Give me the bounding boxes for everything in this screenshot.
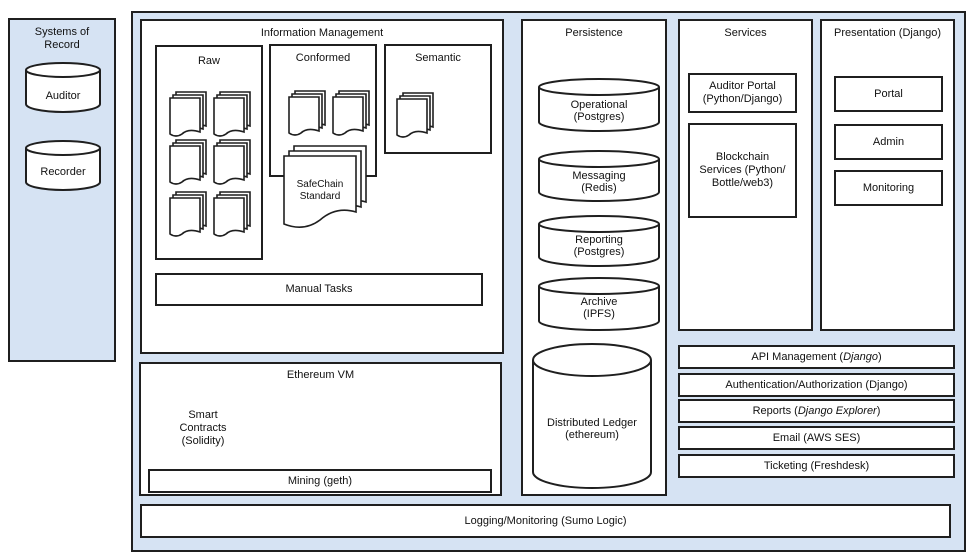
systems-of-record-panel: Systems of Record Auditor Recorder — [8, 18, 116, 362]
api-management-box: API Management (Django) — [678, 345, 955, 369]
reporting-database: Reporting (Postgres) — [538, 215, 660, 267]
ethereum-vm-title: Ethereum VM — [286, 369, 355, 381]
raw-document-icon — [213, 191, 251, 237]
recorder-database: Recorder — [25, 140, 101, 192]
database-cylinder-icon — [532, 343, 652, 489]
database-cylinder-icon — [25, 62, 101, 113]
systems-of-record-title: Systems of Record — [34, 26, 90, 51]
archive-tech: (IPFS) — [583, 308, 615, 320]
manual-tasks-box: Manual Tasks — [155, 273, 483, 306]
conformed-title: Conformed — [295, 52, 351, 64]
raw-document-icon — [169, 191, 207, 237]
distributed-ledger-database: Distributed Ledger (ethereum) — [532, 342, 652, 490]
database-cylinder-icon — [538, 215, 660, 267]
messaging-label: Messaging — [572, 170, 626, 182]
ticketing-box: Ticketing (Freshdesk) — [678, 454, 955, 478]
distributed-ledger-label: Distributed Ledger — [547, 417, 637, 429]
operational-label: Operational — [570, 99, 628, 111]
raw-document-icon — [169, 139, 207, 185]
reports-italic: Django Explorer — [797, 404, 877, 417]
reporting-tech: (Postgres) — [573, 246, 625, 258]
raw-document-icon — [213, 139, 251, 185]
smart-contracts-label: Smart Contracts (Solidity) — [179, 408, 227, 447]
operational-tech: (Postgres) — [573, 111, 625, 123]
reports-text: Reports ( — [752, 404, 798, 417]
portal-box: Portal — [834, 76, 943, 112]
api-management-italic: Django — [843, 350, 878, 363]
api-management-text: API Management ( — [751, 350, 844, 363]
auditor-label: Auditor — [45, 90, 81, 102]
reports-box: Reports (Django Explorer) — [678, 399, 955, 423]
information-management-title: Information Management — [260, 27, 384, 39]
raw-title: Raw — [197, 55, 220, 67]
conformed-document-icon — [288, 90, 326, 136]
auth-box: Authentication/Authorization (Django) — [678, 373, 955, 397]
archive-database: Archive (IPFS) — [538, 277, 660, 331]
safechain-standard-label: SafeChain Standard — [296, 179, 344, 202]
mining-box: Mining (geth) — [148, 469, 492, 493]
messaging-tech: (Redis) — [581, 182, 617, 194]
distributed-ledger-tech: (ethereum) — [565, 429, 619, 441]
raw-document-icon — [213, 91, 251, 137]
conformed-document-icon — [332, 90, 370, 136]
auditor-database: Auditor — [25, 62, 101, 114]
recorder-label: Recorder — [40, 166, 86, 178]
operational-database: Operational (Postgres) — [538, 78, 660, 132]
persistence-title: Persistence — [565, 27, 623, 39]
services-title: Services — [724, 27, 767, 39]
reports-after: ) — [876, 404, 881, 417]
archive-label: Archive — [580, 296, 618, 308]
database-cylinder-icon — [538, 150, 660, 202]
raw-document-icon — [169, 91, 207, 137]
database-cylinder-icon — [25, 140, 101, 191]
api-management-after: ) — [877, 350, 882, 363]
admin-box: Admin — [834, 124, 943, 160]
logging-monitoring-box: Logging/Monitoring (Sumo Logic) — [140, 504, 951, 538]
database-cylinder-icon — [538, 277, 660, 331]
database-cylinder-icon — [538, 78, 660, 132]
reporting-label: Reporting — [575, 234, 623, 246]
semantic-document-icon — [396, 92, 434, 138]
email-box: Email (AWS SES) — [678, 426, 955, 450]
auditor-portal-box: Auditor Portal (Python/Django) — [688, 73, 797, 113]
presentation-title: Presentation (Django) — [833, 27, 941, 39]
messaging-database: Messaging (Redis) — [538, 150, 660, 202]
semantic-title: Semantic — [415, 52, 461, 64]
monitoring-box: Monitoring — [834, 170, 943, 206]
blockchain-services-box: Blockchain Services (Python/ Bottle/web3… — [688, 123, 797, 218]
